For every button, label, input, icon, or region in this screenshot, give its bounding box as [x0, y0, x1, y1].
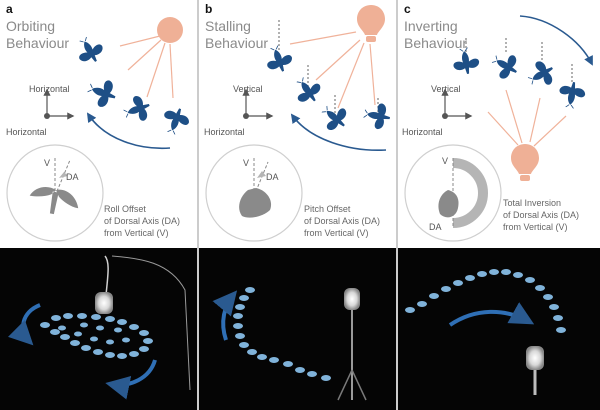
panel-c-letter: c [404, 2, 411, 16]
panel-b-arrow [290, 113, 387, 151]
panel-b-photo-trail [233, 287, 331, 381]
panel-a-dial-wedge [59, 172, 68, 178]
panel-a-dial-v-label: V [44, 158, 50, 168]
panel-b-dial-wedge [257, 171, 266, 178]
panel-a-light-rays [119, 35, 174, 99]
panel-b-letter: b [205, 2, 212, 16]
panel-a-photo [7, 255, 191, 400]
panel-c-vertical-guides [465, 38, 573, 84]
panel-c-dial-moth [438, 190, 459, 218]
panel-a-letter: a [6, 2, 13, 16]
panel-c-caption-line2: of Dorsal Axis (DA) [503, 210, 579, 220]
panel-c-axis-top-label: Vertical [431, 84, 461, 94]
panel-c-photo-lamp [526, 346, 544, 370]
panel-a-photo-lamp [95, 292, 113, 314]
panel-a-title-line1: Orbiting [6, 18, 55, 34]
panel-c-dial-v-label: V [442, 156, 448, 166]
panel-c-photo-arrow [448, 302, 535, 327]
panel-b-caption-line3: from Vertical (V) [304, 228, 369, 238]
panel-c-photo-trail [405, 269, 566, 333]
panel-b-photo-lamp [344, 288, 360, 310]
panel-b-dial-da-label: DA [266, 172, 279, 182]
panel-c-axes [441, 88, 473, 120]
panel-c-photo [405, 269, 566, 395]
panel-a-title-line2: Behaviour [6, 35, 69, 51]
panel-b-axis-top-label: Vertical [233, 84, 263, 94]
panel-b: b Stalling Behaviour Vertical Horizontal [204, 2, 393, 401]
panel-a-axis-top-label: Horizontal [29, 84, 70, 94]
panel-b-axis-left-label: Horizontal [204, 127, 245, 137]
panel-b-photo [212, 287, 367, 401]
panel-b-caption-line2: of Dorsal Axis (DA) [304, 216, 380, 226]
panel-c-arrow [519, 15, 593, 66]
panel-c-title-line2: Behaviour [404, 35, 467, 51]
panel-b-caption-line1: Pitch Offset [304, 204, 351, 214]
panel-b-photo-arrow [212, 290, 238, 341]
panel-c: c Inverting Behaviour Vertical Horizonta… [402, 2, 593, 395]
panel-a-axis-left-label: Horizontal [6, 127, 47, 137]
panel-b-dial-v-label: V [243, 158, 249, 168]
panel-a: a Orbiting Behaviour Horizontal Horizont… [6, 2, 193, 400]
panel-c-dial-da-label: DA [429, 222, 442, 232]
panel-a-caption-line3: from Vertical (V) [104, 228, 169, 238]
panel-c-light-rays [487, 89, 567, 147]
panel-a-caption-line2: of Dorsal Axis (DA) [104, 216, 180, 226]
panel-b-axes [242, 88, 274, 120]
panel-c-title-line1: Inverting [404, 18, 458, 34]
panel-a-axes [43, 88, 75, 120]
panel-b-dial-moth [239, 188, 272, 218]
panel-b-light-rays [289, 31, 376, 109]
panel-c-caption-line3: from Vertical (V) [503, 222, 568, 232]
panel-a-photo-trail [40, 313, 153, 359]
panel-a-photo-arrow-right [105, 359, 157, 400]
panel-c-caption-line1: Total Inversion [503, 198, 561, 208]
panel-b-title-line2: Behaviour [205, 35, 268, 51]
panel-c-axis-left-label: Horizontal [402, 127, 443, 137]
panel-a-dial-moth [29, 187, 79, 215]
panel-b-title-line1: Stalling [205, 18, 251, 34]
panel-a-dial-da-label: DA [66, 172, 79, 182]
panel-a-orbit-arrow [86, 112, 171, 150]
panel-a-photo-arrow-left [7, 303, 41, 346]
panel-a-caption-line1: Roll Offset [104, 204, 146, 214]
panel-a-light-source [157, 17, 183, 43]
panel-c-dial-arc [452, 158, 488, 228]
